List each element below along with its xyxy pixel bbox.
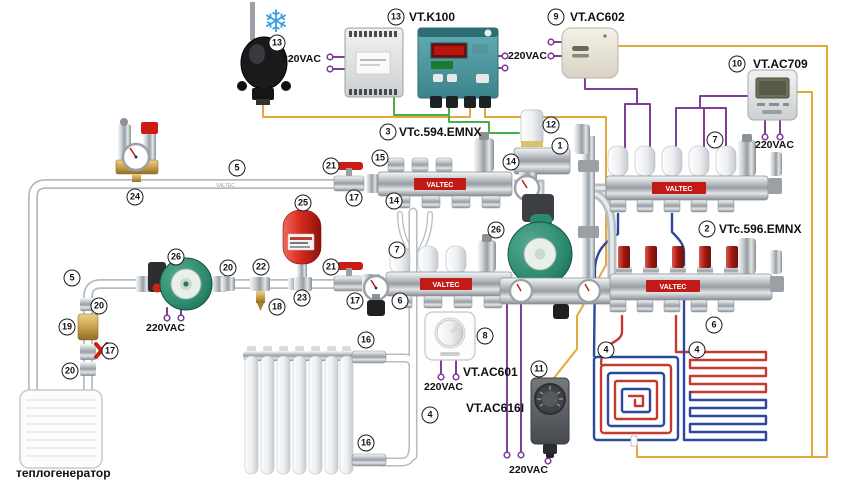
boiler-connection-fittings (77, 298, 109, 376)
manifold-right-supply-bar: VALTEC (605, 134, 782, 213)
radiator-valve-top (351, 350, 387, 364)
thermo-actuator (389, 245, 411, 275)
tee-with-drain (250, 277, 270, 291)
manifold-left-return-bar: VALTEC (333, 234, 513, 316)
brand-label: VALTEC (660, 284, 687, 291)
thermo-actuator (634, 145, 656, 177)
air-vent (478, 240, 496, 272)
boiler-safety-group (115, 118, 159, 182)
manifold-right-return-bar: VALTEC (609, 238, 784, 313)
radiator-valve-bottom (351, 453, 387, 467)
pipework: VALTEC (28, 179, 433, 467)
relay-module (344, 27, 404, 98)
contact-thermostat-vtac616i (530, 377, 570, 458)
check-valve (77, 313, 99, 341)
air-vent (574, 124, 590, 154)
red-valve-handle (94, 342, 109, 359)
heat-generator-boiler (19, 389, 103, 469)
tank-tee (294, 277, 312, 291)
air-vent (474, 138, 494, 172)
thermo-actuator (417, 245, 439, 275)
thermo-actuator (715, 145, 737, 177)
floor-heating-loops (592, 212, 768, 447)
flow-meters (616, 246, 740, 276)
frost-icon: ❄ (263, 4, 289, 39)
pipe-print: VALTEC (216, 183, 235, 189)
brand-label: VALTEC (427, 182, 454, 189)
valve-knob (367, 300, 385, 316)
programmable-thermostat-vtac709 (747, 69, 798, 121)
mixing-valve-body (513, 147, 571, 175)
ball-valve (80, 344, 96, 360)
expansion-tank (282, 204, 322, 280)
manifold-left-supply-bar: VALTEC (333, 132, 513, 209)
valve-handle (337, 262, 363, 270)
valve-handle (337, 162, 363, 170)
air-vent (738, 140, 756, 176)
union-fitting (221, 277, 235, 291)
weather-controller-vtk100 (417, 27, 499, 108)
thermo-actuator (607, 145, 629, 177)
thermo-actuator (661, 145, 683, 177)
radiator (243, 346, 387, 475)
air-vent (738, 238, 756, 274)
valve-knob (553, 304, 569, 319)
thermo-actuator (445, 245, 467, 275)
brand-label: VALTEC (433, 282, 460, 289)
thermo-actuator (688, 145, 710, 177)
mixing-valve-actuator (520, 109, 544, 147)
power-terminals (163, 38, 784, 465)
dial-thermostat-vtac601 (424, 311, 476, 361)
brand-label: VALTEC (666, 186, 693, 193)
control-wires-green (393, 96, 520, 134)
pipe-fittings (221, 277, 312, 311)
room-thermostat-vtac602 (561, 27, 619, 79)
pump-mixing-unit (499, 109, 619, 319)
power-wires-purple (166, 41, 781, 459)
circulation-pump-horizontal (136, 257, 226, 311)
